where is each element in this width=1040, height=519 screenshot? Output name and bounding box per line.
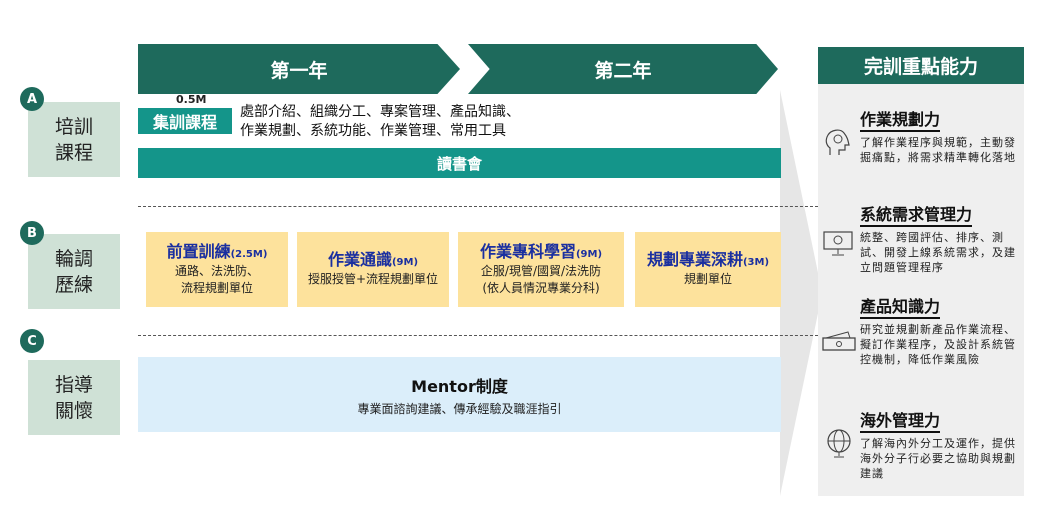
rotation-duration: (3M)	[742, 257, 770, 268]
mentor-title: Mentor制度	[411, 376, 508, 396]
skill-title: 產品知識力	[860, 293, 941, 319]
skill-item: 系統需求管理力統整、跨國評估、排序、測試、開發上線系統需求，及建立問題管理程序	[860, 201, 1020, 275]
rotation-card: 規劃專業深耕(3M) 規劃單位	[635, 232, 781, 307]
divider	[138, 335, 818, 336]
skill-desc: 統整、跨國評估、排序、測試、開發上線系統需求，及建立問題管理程序	[860, 231, 1016, 274]
panel-title: 完訓重點能力	[818, 47, 1024, 84]
rotation-duration: (9M)	[575, 248, 603, 260]
rotation-duration: (2.5M)	[230, 248, 268, 260]
rotation-card: 作業通識(9M) 授服授管+流程規劃單位	[297, 232, 449, 307]
skill-desc: 了解海內外分工及運作，提供海外分子行必要之協助與規劃建議	[860, 437, 1016, 480]
section-c-badge: C	[20, 329, 44, 353]
rotation-title: 作業專科學習	[479, 241, 576, 261]
rotation-title: 前置訓練	[166, 241, 231, 261]
section-a-badge: A	[20, 87, 44, 111]
rotation-desc: 授服授管+流程規劃單位	[307, 272, 439, 286]
pointer-arrow	[780, 90, 818, 496]
rotation-title: 規劃專業深耕	[646, 250, 743, 269]
course-label: 集訓課程	[138, 108, 232, 134]
section-c-label: 指導 關懷	[28, 360, 120, 435]
skill-title: 系統需求管理力	[860, 201, 973, 227]
rotation-duration: (9M)	[391, 257, 419, 268]
monitor-icon	[823, 231, 853, 256]
year-one-arrow: 第一年	[138, 44, 460, 94]
head-lightbulb-icon	[825, 129, 850, 155]
rotation-card: 前置訓練(2.5M) 通路、法洗防、流程規劃單位	[146, 232, 288, 307]
section-b-label: 輪調 歷練	[28, 234, 120, 309]
course-content: 處部介紹、組織分工、專案管理、產品知識、作業規劃、系統功能、作業管理、常用工具	[240, 103, 520, 141]
year-one-label: 第一年	[270, 59, 328, 82]
skill-desc: 了解作業程序與規範，主動發掘痛點，將需求精準轉化落地	[860, 136, 1016, 164]
rotation-desc: 通路、法洗防、	[174, 263, 259, 278]
mentor-desc: 專業面諮詢建議、傳承經驗及職涯指引	[357, 401, 562, 416]
globe-icon	[827, 429, 851, 458]
rotation-desc: (依人員情況專業分科)	[482, 280, 600, 295]
year-two-label: 第二年	[594, 59, 652, 82]
rotation-desc: 規劃單位	[683, 272, 732, 286]
rotation-desc: 企服/現管/國貿/法洗防	[480, 263, 602, 278]
course-line: 處部介紹、組織分工、專案管理、產品知識、	[240, 104, 520, 120]
rotation-title: 作業通識	[327, 250, 392, 269]
money-icon	[822, 331, 856, 351]
skill-desc: 研究並規劃新產品作業流程、擬訂作業程序，及設計系統管控機制，降低作業風險	[860, 323, 1016, 366]
reading-club-bar: 讀書會	[138, 148, 781, 178]
course-line: 作業規劃、系統功能、作業管理、常用工具	[240, 123, 506, 139]
year-two-arrow: 第二年	[468, 44, 778, 94]
skills-panel	[818, 84, 1024, 496]
rotation-card: 作業專科學習(9M) 企服/現管/國貿/法洗防 (依人員情況專業分科)	[458, 232, 624, 307]
skill-title: 海外管理力	[860, 407, 941, 433]
skill-item: 海外管理力了解海內外分工及運作，提供海外分子行必要之協助與規劃建議	[860, 407, 1020, 481]
divider	[138, 206, 818, 207]
skill-item: 產品知識力研究並規劃新產品作業流程、擬訂作業程序，及設計系統管控機制，降低作業風…	[860, 293, 1020, 367]
mentor-box: Mentor制度 專業面諮詢建議、傳承經驗及職涯指引	[138, 357, 781, 432]
section-b-badge: B	[20, 221, 44, 245]
rotation-desc: 流程規劃單位	[180, 280, 253, 295]
section-a-label: 培訓 課程	[28, 102, 120, 177]
skill-item: 作業規劃力了解作業程序與規範，主動發掘痛點，將需求精準轉化落地	[860, 106, 1020, 165]
course-duration: 0.5M	[176, 93, 207, 106]
skill-title: 作業規劃力	[860, 106, 941, 132]
